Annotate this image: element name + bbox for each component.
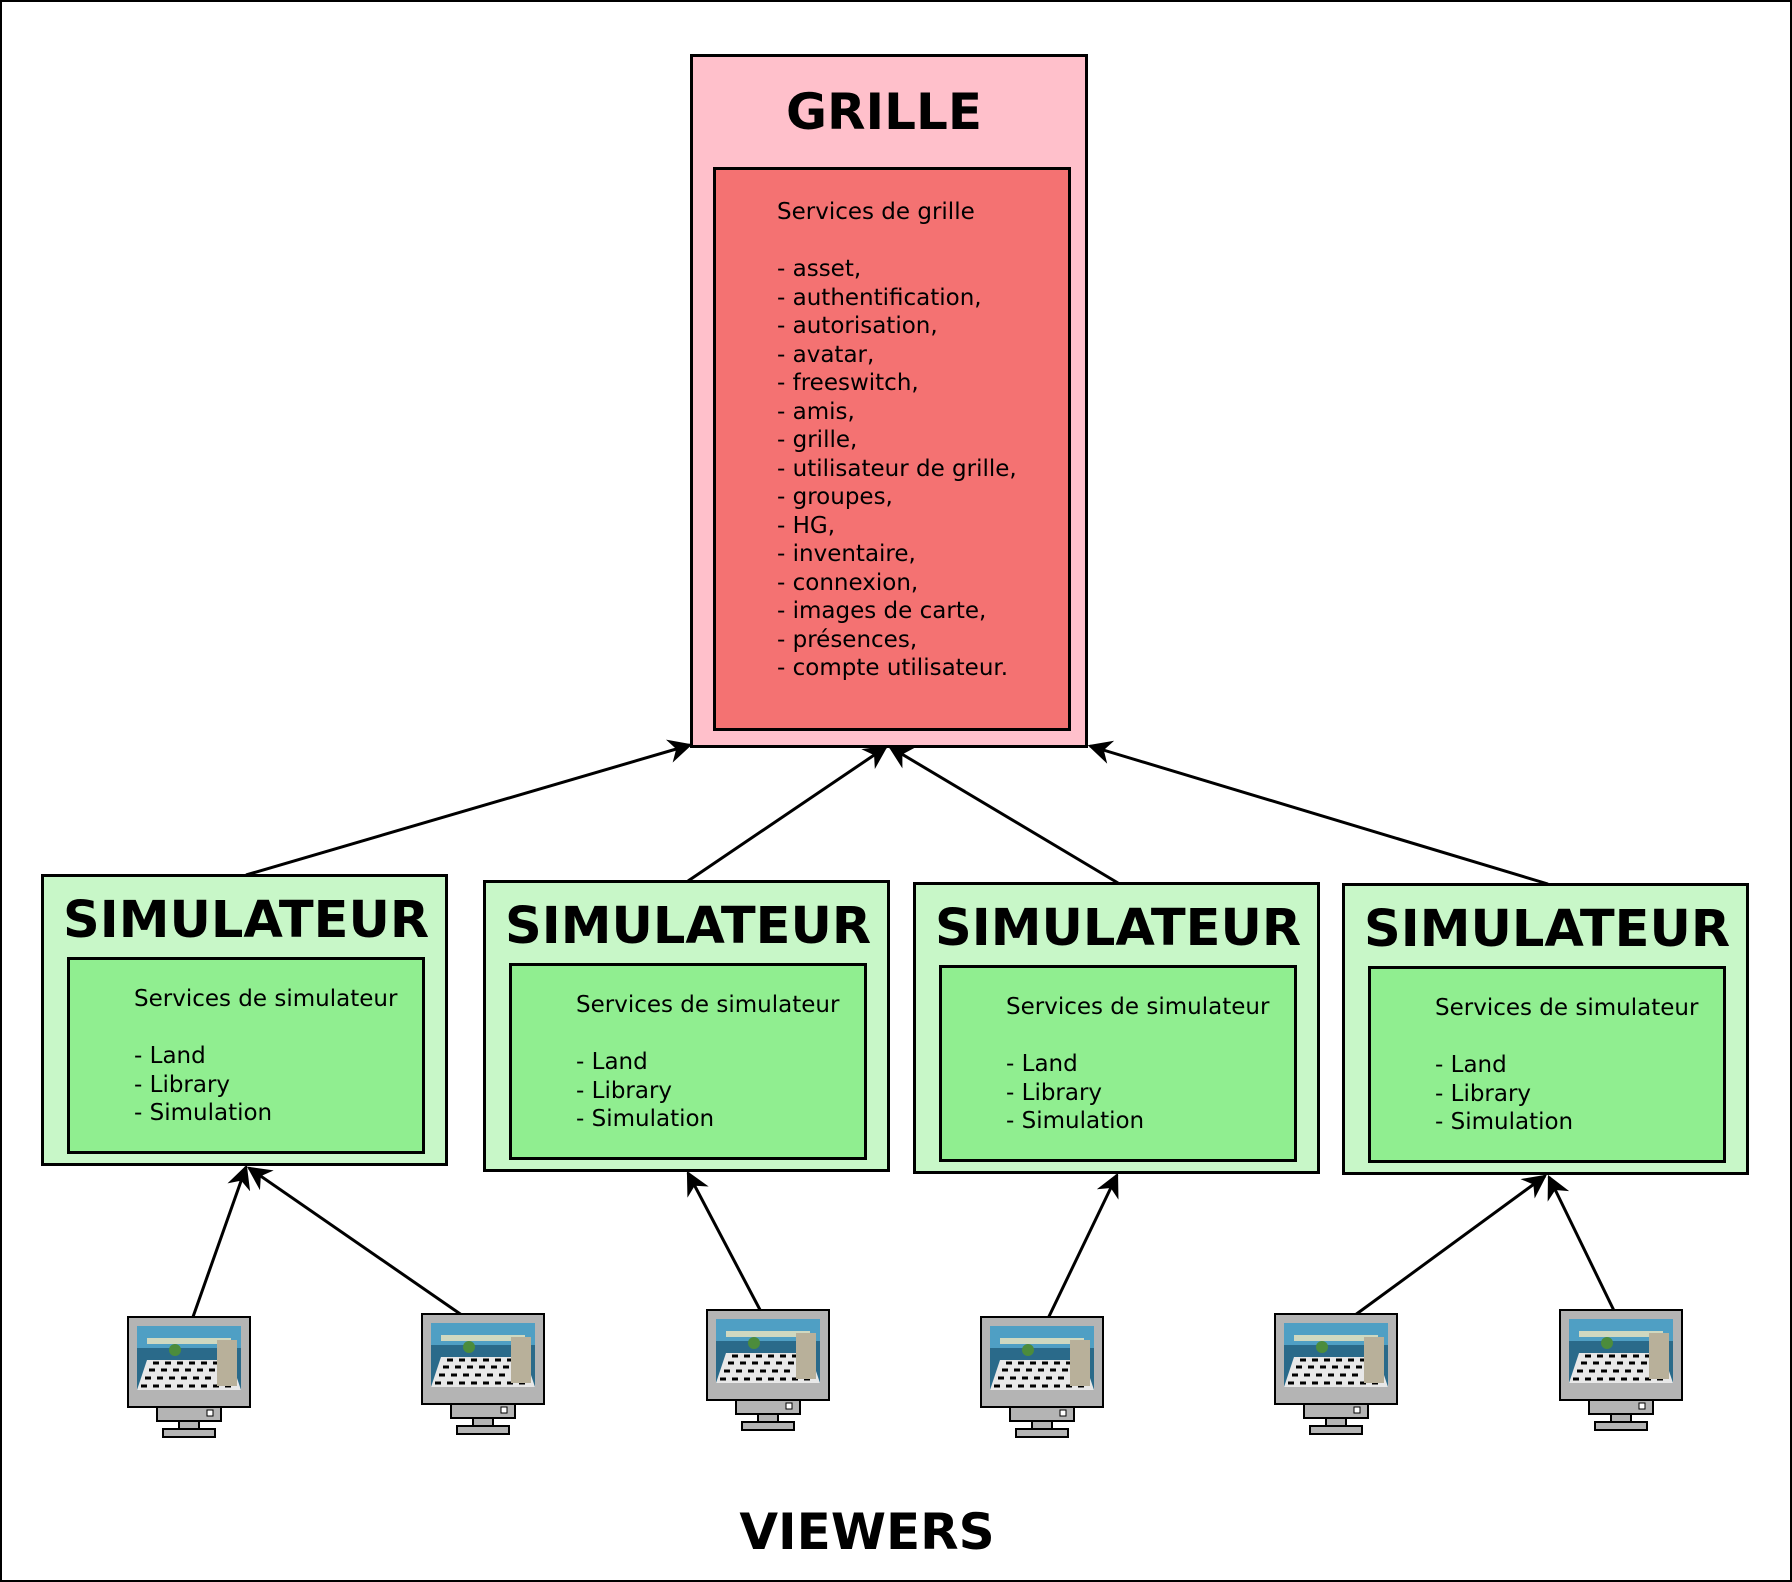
- simulator-services-list: Land Library Simulation: [1006, 1050, 1294, 1136]
- monitor-icon: [706, 1309, 830, 1431]
- list-item: Simulation: [576, 1105, 864, 1134]
- simulator-title: SIMULATEUR: [935, 899, 1302, 958]
- grid-box: GRILLE Services de grille asset, authent…: [690, 54, 1088, 748]
- list-item: amis,: [777, 398, 1068, 427]
- sim1-to-grid-arrow: [245, 739, 693, 877]
- monitor-icon: [127, 1316, 251, 1438]
- viewers-label: VIEWERS: [739, 1503, 995, 1561]
- list-item: grille,: [777, 426, 1068, 455]
- grid-title: GRILLE: [786, 83, 983, 141]
- grid-services-panel: Services de grille asset, authentificati…: [713, 167, 1071, 731]
- list-item: Land: [1006, 1050, 1294, 1079]
- sim3-to-grid-arrow: [887, 745, 1119, 885]
- list-item: présences,: [777, 626, 1068, 655]
- grid-services-title: Services de grille: [777, 199, 975, 225]
- list-item: Library: [1435, 1080, 1723, 1109]
- list-item: Library: [576, 1077, 864, 1106]
- simulator-services-panel: Services de simulateur Land Library Simu…: [939, 965, 1297, 1162]
- list-item: Simulation: [1006, 1107, 1294, 1136]
- viewer4-to-sim3-arrow: [1040, 1172, 1119, 1332]
- simulator-title: SIMULATEUR: [1364, 900, 1731, 959]
- simulator-services-title: Services de simulateur: [1006, 994, 1270, 1020]
- simulator-services-panel: Services de simulateur Land Library Simu…: [1368, 966, 1726, 1163]
- simulator-title: SIMULATEUR: [63, 891, 430, 950]
- monitor-icon: [1274, 1313, 1398, 1435]
- list-item: HG,: [777, 512, 1068, 541]
- list-item: autorisation,: [777, 312, 1068, 341]
- simulator-services-title: Services de simulateur: [576, 992, 840, 1018]
- list-item: Land: [1435, 1051, 1723, 1080]
- list-item: authentification,: [777, 284, 1068, 313]
- list-item: Land: [134, 1042, 422, 1071]
- list-item: freeswitch,: [777, 369, 1068, 398]
- simulator-services-title: Services de simulateur: [1435, 995, 1699, 1021]
- list-item: images de carte,: [777, 597, 1068, 626]
- simulator-box-1: SIMULATEUR Services de simulateur Land L…: [41, 874, 448, 1166]
- sim4-to-grid-arrow: [1087, 740, 1549, 886]
- list-item: Simulation: [134, 1099, 422, 1128]
- simulator-services-list: Land Library Simulation: [1435, 1051, 1723, 1137]
- monitor-icon: [980, 1316, 1104, 1438]
- simulator-services-panel: Services de simulateur Land Library Simu…: [67, 957, 425, 1154]
- simulator-box-4: SIMULATEUR Services de simulateur Land L…: [1342, 883, 1749, 1175]
- list-item: utilisateur de grille,: [777, 455, 1068, 484]
- list-item: Land: [576, 1048, 864, 1077]
- list-item: inventaire,: [777, 540, 1068, 569]
- list-item: avatar,: [777, 341, 1068, 370]
- simulator-box-3: SIMULATEUR Services de simulateur Land L…: [913, 882, 1320, 1174]
- monitor-icon: [1559, 1309, 1683, 1431]
- simulator-title: SIMULATEUR: [505, 897, 872, 956]
- list-item: Library: [1006, 1079, 1294, 1108]
- list-item: asset,: [777, 255, 1068, 284]
- simulator-services-list: Land Library Simulation: [134, 1042, 422, 1128]
- simulator-services-list: Land Library Simulation: [576, 1048, 864, 1134]
- sim2-to-grid-arrow: [687, 745, 888, 883]
- simulator-services-panel: Services de simulateur Land Library Simu…: [509, 963, 867, 1160]
- viewer5-to-sim4-arrow: [1335, 1174, 1547, 1331]
- viewer6-to-sim4-arrow: [1547, 1174, 1622, 1324]
- simulator-services-title: Services de simulateur: [134, 986, 398, 1012]
- viewer3-to-sim2-arrow: [686, 1170, 770, 1326]
- simulator-box-2: SIMULATEUR Services de simulateur Land L…: [483, 880, 890, 1172]
- list-item: groupes,: [777, 483, 1068, 512]
- viewer1-to-sim1-arrow: [186, 1164, 251, 1332]
- list-item: connexion,: [777, 569, 1068, 598]
- list-item: compte utilisateur.: [777, 654, 1068, 683]
- list-item: Simulation: [1435, 1108, 1723, 1137]
- grid-services-list: asset, authentification, autorisation, a…: [777, 255, 1068, 683]
- viewer2-to-sim1-arrow: [247, 1166, 483, 1331]
- monitor-icon: [421, 1313, 545, 1435]
- list-item: Library: [134, 1071, 422, 1100]
